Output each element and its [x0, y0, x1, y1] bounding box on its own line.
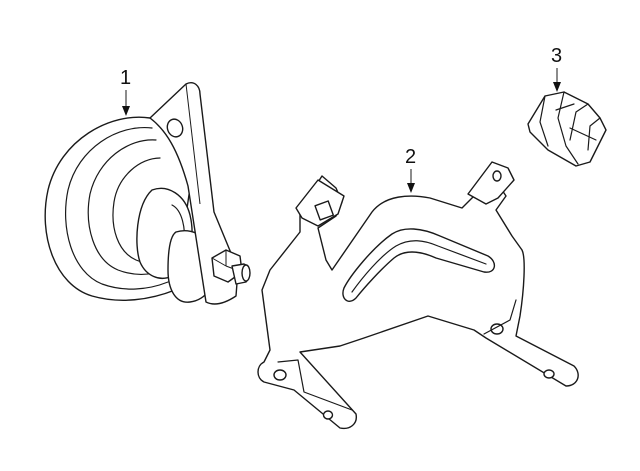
callout-label-1: 1 — [120, 67, 131, 89]
callout-1: 1 — [120, 67, 131, 116]
callout-label-3: 3 — [551, 45, 562, 67]
callout-2: 2 — [405, 146, 416, 193]
callout-label-2: 2 — [405, 146, 416, 168]
connector-part — [527, 91, 607, 167]
arrowhead-2 — [407, 183, 415, 193]
arrowhead-3 — [553, 82, 561, 92]
arrowhead-1 — [122, 106, 130, 116]
horn-part — [44, 82, 251, 305]
callout-3: 3 — [551, 45, 562, 92]
bracket-part — [257, 161, 579, 430]
